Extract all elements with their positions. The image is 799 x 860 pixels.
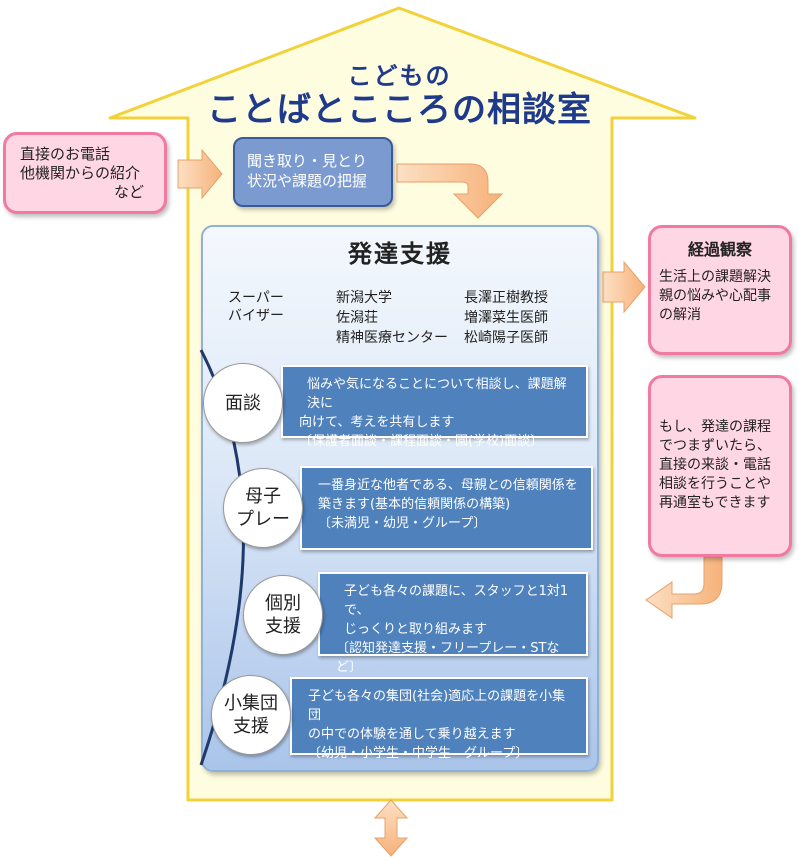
- program-label: 個別 支援: [243, 575, 323, 655]
- supervisor-label-line: スーパー: [228, 290, 284, 306]
- intake-box: 聞き取り・見とり 状況や課題の把握: [233, 137, 393, 207]
- house-subtitle: こどもの: [347, 62, 452, 90]
- intake-line: 状況や課題の把握: [247, 172, 368, 190]
- followup-line: の解消: [659, 307, 701, 323]
- curved-arrow-left-icon: [645, 556, 723, 619]
- program-text-line: 向けて、考えを共有します: [299, 415, 455, 430]
- supervisor-name: 増澤菜生医師: [464, 310, 548, 326]
- supervisor-label-line: バイザー: [228, 308, 284, 324]
- curved-arrow-down-icon: [396, 163, 504, 219]
- return-note-line: もし、発達の課程: [659, 419, 771, 435]
- referral-line: 直接のお電話: [20, 145, 111, 163]
- program-text-line: 〔保護者面談・課程面談・園(学校)面談〕: [299, 434, 544, 449]
- program-text-line: 〔幼児・小学生・中学生 グループ〕: [308, 746, 529, 761]
- program-description: 子ども各々の集団(社会)適応上の課題を小集団 の中での体験を通して乗り越えます …: [290, 677, 588, 761]
- supervisor-org: 新潟大学: [336, 290, 392, 306]
- supervisor-label: スーパー バイザー: [228, 289, 284, 325]
- return-note-box: もし、発達の課程 でつまずいたら、 直接の来談・電話 相談を行うことや 再通室も…: [648, 375, 792, 557]
- house-title: ことばとこころの相談室: [207, 90, 592, 130]
- program-description: 子ども各々の課題に、スタッフと1対1で、 じっくりと取り組みます 〔認知発達支援…: [318, 572, 588, 675]
- program-text-line: 〔未満児・幼児・グループ〕: [318, 516, 487, 531]
- followup-line: 親の悩みや心配事: [659, 288, 771, 304]
- return-note-line: 直接の来談・電話: [659, 457, 771, 473]
- program-text-line: じっくりと取り組みます: [344, 622, 488, 637]
- referral-line: など: [113, 183, 144, 201]
- program-label: 小集団 支援: [211, 675, 291, 755]
- supervisor-org: 佐潟荘: [336, 310, 378, 326]
- program-label: 母子 プレー: [223, 468, 303, 548]
- followup-title: 経過観察: [687, 240, 752, 259]
- program-label: 面談: [203, 363, 283, 443]
- support-title: 発達支援: [348, 240, 452, 268]
- arrow-right-icon: [177, 148, 223, 200]
- program-text-line: 子ども各々の集団(社会)適応上の課題を小集団: [308, 689, 566, 723]
- return-note-line: 相談を行うことや: [659, 476, 771, 492]
- followup-line: 生活上の課題解決: [659, 269, 771, 285]
- program-description: 一番身近な他者である、母親との信頼関係を 築きます(基本的信頼関係の構築) 〔未…: [300, 466, 593, 550]
- program-text-line: 悩みや気になることについて相談し、課題解決に: [307, 377, 567, 411]
- referral-box: 直接のお電話 他機関からの紹介 など: [3, 132, 167, 214]
- program-text-line: 子ども各々の課題に、スタッフと1対1で、: [344, 584, 569, 618]
- program-text-line: の中での体験を通して乗り越えます: [308, 727, 516, 742]
- referral-line: 他機関からの紹介: [20, 164, 141, 182]
- supervisor-name: 長澤正樹教授: [464, 290, 548, 306]
- program-text-line: 〔認知発達支援・フリープレー・STなど〕: [336, 641, 560, 675]
- followup-box: 経過観察 生活上の課題解決 親の悩みや心配事 の解消: [648, 225, 792, 355]
- program-text-line: 築きます(基本的信頼関係の構築): [318, 497, 511, 512]
- intake-line: 聞き取り・見とり: [247, 152, 368, 170]
- arrow-right-icon: [602, 260, 646, 314]
- supervisor-name: 松崎陽子医師: [464, 330, 548, 346]
- supervisor-org: 精神医療センター: [336, 330, 448, 346]
- return-note-line: でつまずいたら、: [659, 438, 771, 454]
- program-text-line: 一番身近な他者である、母親との信頼関係を: [318, 478, 578, 493]
- program-description: 悩みや気になることについて相談し、課題解決に 向けて、考えを共有します 〔保護者…: [281, 365, 588, 449]
- double-arrow-vertical-icon: [373, 799, 409, 857]
- return-note-line: 再通室もできます: [659, 495, 771, 511]
